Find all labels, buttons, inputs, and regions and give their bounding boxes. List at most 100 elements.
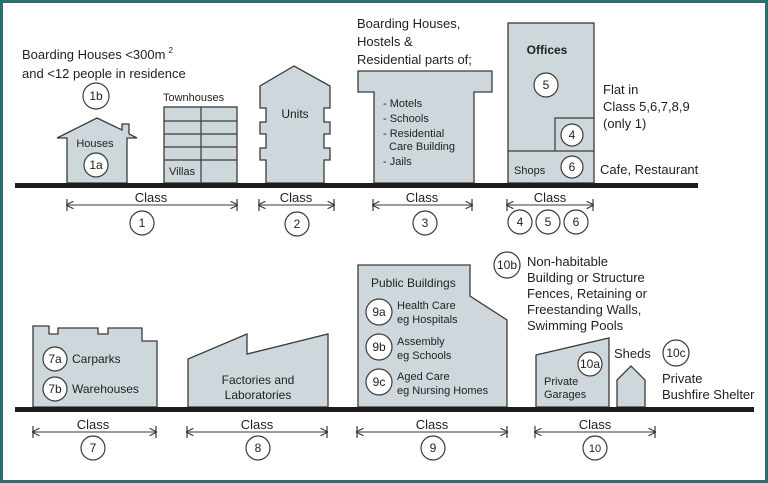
badge-9c-label: 9c bbox=[373, 375, 386, 389]
class3-item-jails: - Jails bbox=[383, 156, 412, 168]
class9-number: 9 bbox=[430, 441, 437, 455]
offices-label: Offices bbox=[527, 43, 568, 57]
class7-number-badge bbox=[80, 435, 106, 461]
cafe-label: Cafe, Restaurant bbox=[600, 162, 699, 177]
shed-building bbox=[616, 365, 646, 408]
class2-number-badge bbox=[284, 211, 310, 237]
badge-10b bbox=[493, 251, 521, 279]
nonhabitable-line4: Freestanding Walls, bbox=[527, 302, 641, 317]
class5-number-badge bbox=[535, 209, 561, 235]
class10-number: 10 bbox=[589, 443, 601, 455]
class3-head-line3: Residential parts of; bbox=[357, 52, 472, 67]
class8-number: 8 bbox=[255, 441, 262, 455]
nonhabitable-line2: Building or Structure bbox=[527, 270, 645, 285]
class3-item-motels: - Motels bbox=[383, 98, 423, 110]
badge-7a-label: 7a bbox=[48, 352, 62, 366]
badge-9c bbox=[365, 368, 393, 396]
flat-outline bbox=[554, 117, 594, 151]
class1b-note-line2: and <12 people in residence bbox=[22, 66, 186, 81]
health-care-label: Health Care bbox=[397, 300, 456, 312]
warehouses-label: Warehouses bbox=[72, 382, 139, 396]
class1-number-badge bbox=[129, 210, 155, 236]
badge-5-label: 5 bbox=[543, 78, 550, 92]
class8-scale-label: Class bbox=[241, 417, 274, 432]
houses-label: Houses bbox=[76, 138, 114, 150]
badge-1b bbox=[82, 82, 110, 110]
nonhabitable-line1: Non-habitable bbox=[527, 254, 608, 269]
class8-number-badge bbox=[245, 435, 271, 461]
badge-4 bbox=[560, 123, 584, 147]
class10-scale-label: Class bbox=[579, 417, 612, 432]
units-label: Units bbox=[281, 107, 308, 121]
factory-label-line2: Laboratories bbox=[225, 388, 292, 402]
badge-5 bbox=[533, 72, 559, 98]
badge-9b-label: 9b bbox=[372, 340, 386, 354]
aged-care-label: Aged Care bbox=[397, 371, 450, 383]
class3-scale-label: Class bbox=[406, 190, 439, 205]
class1-scale-label: Class bbox=[135, 190, 168, 205]
class10-number-badge bbox=[582, 435, 608, 461]
ground-line-bottom bbox=[15, 407, 754, 412]
carparks-label: Carparks bbox=[72, 352, 121, 366]
class3-head-line2: Hostels & bbox=[357, 34, 413, 49]
badge-1a bbox=[83, 152, 109, 178]
factory-label-line1: Factories and bbox=[222, 373, 295, 387]
sheds-label: Sheds bbox=[614, 346, 651, 361]
class4-number-badge bbox=[507, 209, 533, 235]
flat-note-line1: Flat in bbox=[603, 82, 638, 97]
nursing-homes-label: eg Nursing Homes bbox=[397, 385, 489, 397]
class1-number: 1 bbox=[139, 216, 146, 230]
badge-9a bbox=[365, 298, 393, 326]
class2-number: 2 bbox=[294, 217, 301, 231]
flat-note-line2: Class 5,6,7,8,9 bbox=[603, 99, 690, 114]
badge-10a-label: 10a bbox=[580, 357, 600, 371]
hospitals-label: eg Hospitals bbox=[397, 314, 458, 326]
public-buildings-label: Public Buildings bbox=[371, 276, 456, 290]
badge-9b bbox=[365, 333, 393, 361]
badge-9a-label: 9a bbox=[372, 305, 386, 319]
class9-number-badge bbox=[420, 435, 446, 461]
nonhabitable-line5: Swimming Pools bbox=[527, 318, 624, 333]
badge-7a bbox=[42, 346, 68, 372]
nonhabitable-line3: Fences, Retaining or bbox=[527, 286, 648, 301]
class9-scale-label: Class bbox=[416, 417, 449, 432]
units-building bbox=[259, 65, 331, 184]
badge-6 bbox=[560, 155, 584, 179]
townhouses-label: Townhouses bbox=[163, 92, 225, 104]
badge-10a bbox=[577, 351, 603, 377]
class3-item-schools: - Schools bbox=[383, 113, 429, 125]
villas-label: Villas bbox=[169, 166, 196, 178]
boarding-building bbox=[357, 70, 493, 184]
class3-head-line1: Boarding Houses, bbox=[357, 16, 460, 31]
badge-7b-label: 7b bbox=[48, 382, 62, 396]
shops-label: Shops bbox=[514, 165, 546, 177]
class3-item-residential: - Residential bbox=[383, 128, 444, 140]
class456-scale-label: Class bbox=[534, 190, 567, 205]
class6-number-badge bbox=[563, 209, 589, 235]
badge-10c bbox=[662, 339, 690, 367]
shelter-label-line2: Bushfire Shelter bbox=[662, 387, 755, 402]
garages-label-line2: Garages bbox=[544, 389, 587, 401]
class6-number: 6 bbox=[573, 215, 580, 229]
flat-note-line3: (only 1) bbox=[603, 116, 646, 131]
badge-4-label: 4 bbox=[569, 128, 576, 142]
badge-10b-label: 10b bbox=[497, 258, 517, 272]
class3-item-care: Care Building bbox=[389, 141, 455, 153]
ground-line-top bbox=[15, 183, 698, 188]
assembly-label: Assembly bbox=[397, 336, 445, 348]
badge-10c-label: 10c bbox=[666, 346, 685, 360]
garages-label-line1: Private bbox=[544, 376, 578, 388]
badge-7b bbox=[42, 376, 68, 402]
class2-scale-label: Class bbox=[280, 190, 313, 205]
class3-number-badge bbox=[412, 210, 438, 236]
class7-scale-label: Class bbox=[77, 417, 110, 432]
class5-number: 5 bbox=[545, 215, 552, 229]
class4-number: 4 bbox=[517, 215, 524, 229]
house-building bbox=[56, 117, 138, 184]
badge-6-label: 6 bbox=[569, 160, 576, 174]
shelter-label-line1: Private bbox=[662, 371, 702, 386]
class7-number: 7 bbox=[90, 441, 97, 455]
